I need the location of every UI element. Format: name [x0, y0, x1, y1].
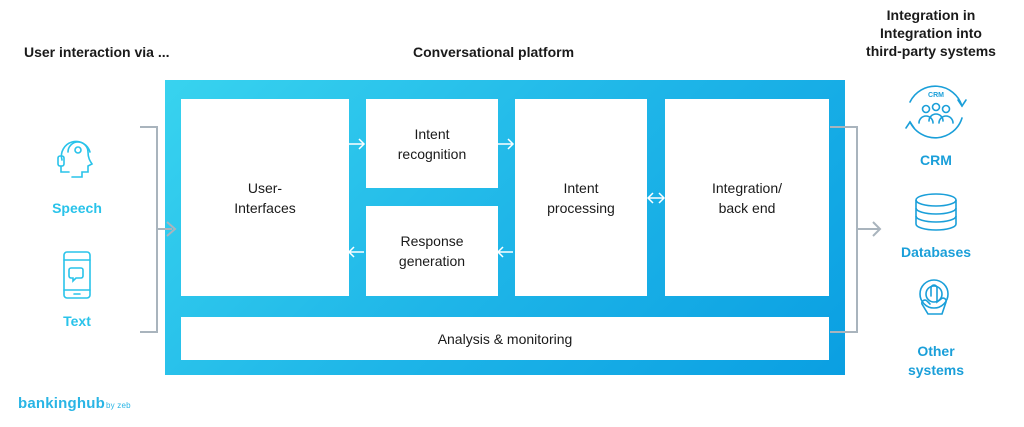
- box-response-generation: Response generation: [366, 206, 498, 296]
- label-response-generation: Response generation: [398, 233, 466, 269]
- box-intent-recognition: Intent recognition: [366, 99, 498, 188]
- logo-brand: bankinghub: [18, 395, 105, 412]
- label-other-systems: Other systems: [907, 343, 965, 378]
- box-analysis-monitoring: Analysis & monitoring: [181, 317, 829, 360]
- header-user-interaction: User interaction via ...: [24, 44, 170, 60]
- crm-badge: CRM: [928, 92, 944, 99]
- right-bracket: [830, 126, 882, 333]
- crm-icon: [905, 85, 967, 139]
- touch-hand-icon: [919, 279, 949, 315]
- arrow-processing-to-response: [496, 246, 513, 258]
- label-intent-recognition: Intent recognition: [397, 125, 467, 162]
- arrow-recognition-to-processing: [498, 138, 515, 150]
- label-intent-processing: Intent processing: [547, 179, 615, 216]
- label-speech: Speech: [52, 200, 102, 216]
- left-bracket: [140, 126, 177, 333]
- label-integration-back-end: Integration/ back end: [711, 179, 783, 216]
- arrow-ui-to-recognition: [349, 138, 366, 150]
- label-crm: CRM: [920, 152, 952, 168]
- header-integration: Integration in Integration into third-pa…: [866, 7, 996, 59]
- box-integration-back-end: Integration/ back end: [665, 99, 829, 296]
- label-databases: Databases: [900, 244, 972, 260]
- label-analysis-monitoring: Analysis & monitoring: [437, 330, 573, 347]
- bankinghub-logo: bankinghubby zeb: [18, 395, 131, 412]
- arrow-processing-backend-bidirectional: [646, 192, 666, 204]
- database-icon: [915, 193, 957, 231]
- label-text: Text: [63, 313, 91, 329]
- logo-suffix: by zeb: [106, 401, 131, 410]
- smartphone-icon: [63, 251, 91, 299]
- label-user-interfaces: User- Interfaces: [234, 179, 296, 216]
- header-conversational-platform: Conversational platform: [413, 44, 575, 60]
- arrow-response-to-ui: [347, 246, 364, 258]
- box-intent-processing: Intent processing: [515, 99, 647, 296]
- platform-block: User- Interfaces Intent recognition Resp…: [165, 80, 845, 375]
- box-user-interfaces: User- Interfaces: [181, 99, 349, 296]
- headset-icon: [57, 140, 94, 178]
